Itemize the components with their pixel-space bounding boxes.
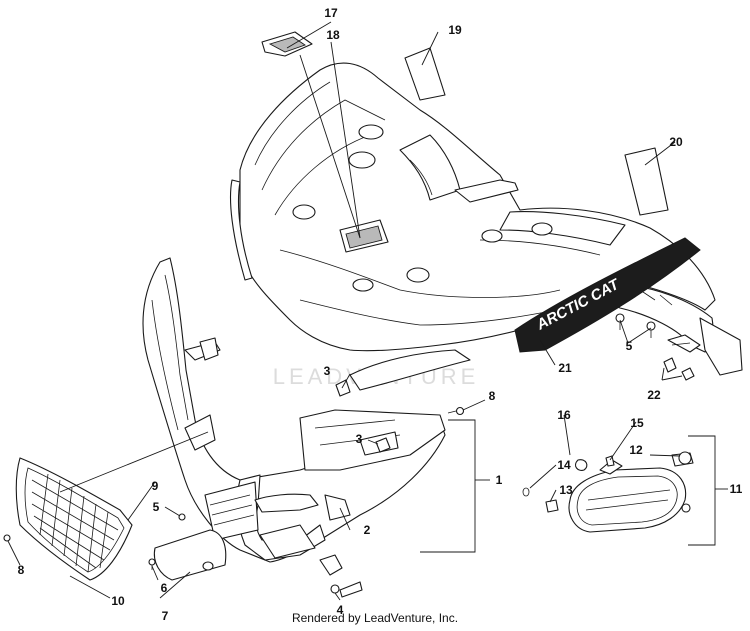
callout-2: 2	[364, 523, 371, 537]
bumper-insert	[153, 529, 227, 581]
callout-3-mid: 3	[356, 432, 363, 446]
screws	[3, 406, 465, 598]
front-nose-assembly	[142, 257, 446, 576]
footer-credit: Rendered by LeadVenture, Inc.	[291, 611, 459, 625]
callout-5-right: 5	[626, 339, 633, 353]
decal-20	[624, 147, 669, 216]
badge-decal	[261, 31, 313, 57]
callout-19: 19	[448, 23, 462, 37]
decal-19	[404, 47, 446, 101]
callout-12: 12	[629, 443, 643, 457]
callout-21: 21	[558, 361, 572, 375]
callout-4: 4	[337, 603, 344, 617]
leader-lines	[7, 21, 728, 601]
clip-3-top	[335, 379, 351, 397]
callout-22: 22	[647, 388, 661, 402]
front-grille	[15, 457, 133, 581]
callout-13: 13	[559, 483, 573, 497]
callout-15: 15	[630, 416, 644, 430]
callout-17: 17	[324, 6, 338, 20]
right-fasteners	[615, 313, 701, 381]
callout-8-top: 8	[489, 389, 496, 403]
callout-8-left: 8	[18, 563, 25, 577]
headlight-assembly	[522, 451, 694, 533]
callout-16: 16	[557, 408, 571, 422]
callout-20: 20	[669, 135, 683, 149]
callouts: 17 18 19 20 21 22 5 3 3 8 1 2 9 5 6 7 8 …	[18, 6, 743, 623]
callout-1: 1	[496, 473, 503, 487]
callout-10: 10	[111, 594, 125, 608]
callout-18: 18	[326, 28, 340, 42]
callout-5-left: 5	[153, 500, 160, 514]
callout-6: 6	[161, 581, 168, 595]
callout-9: 9	[152, 479, 159, 493]
front-fender-rack	[229, 62, 743, 376]
callout-3-top: 3	[324, 364, 331, 378]
callout-11: 11	[730, 482, 743, 496]
clip-3-mid	[375, 437, 391, 453]
callout-14: 14	[557, 458, 571, 472]
callout-7: 7	[162, 609, 169, 623]
